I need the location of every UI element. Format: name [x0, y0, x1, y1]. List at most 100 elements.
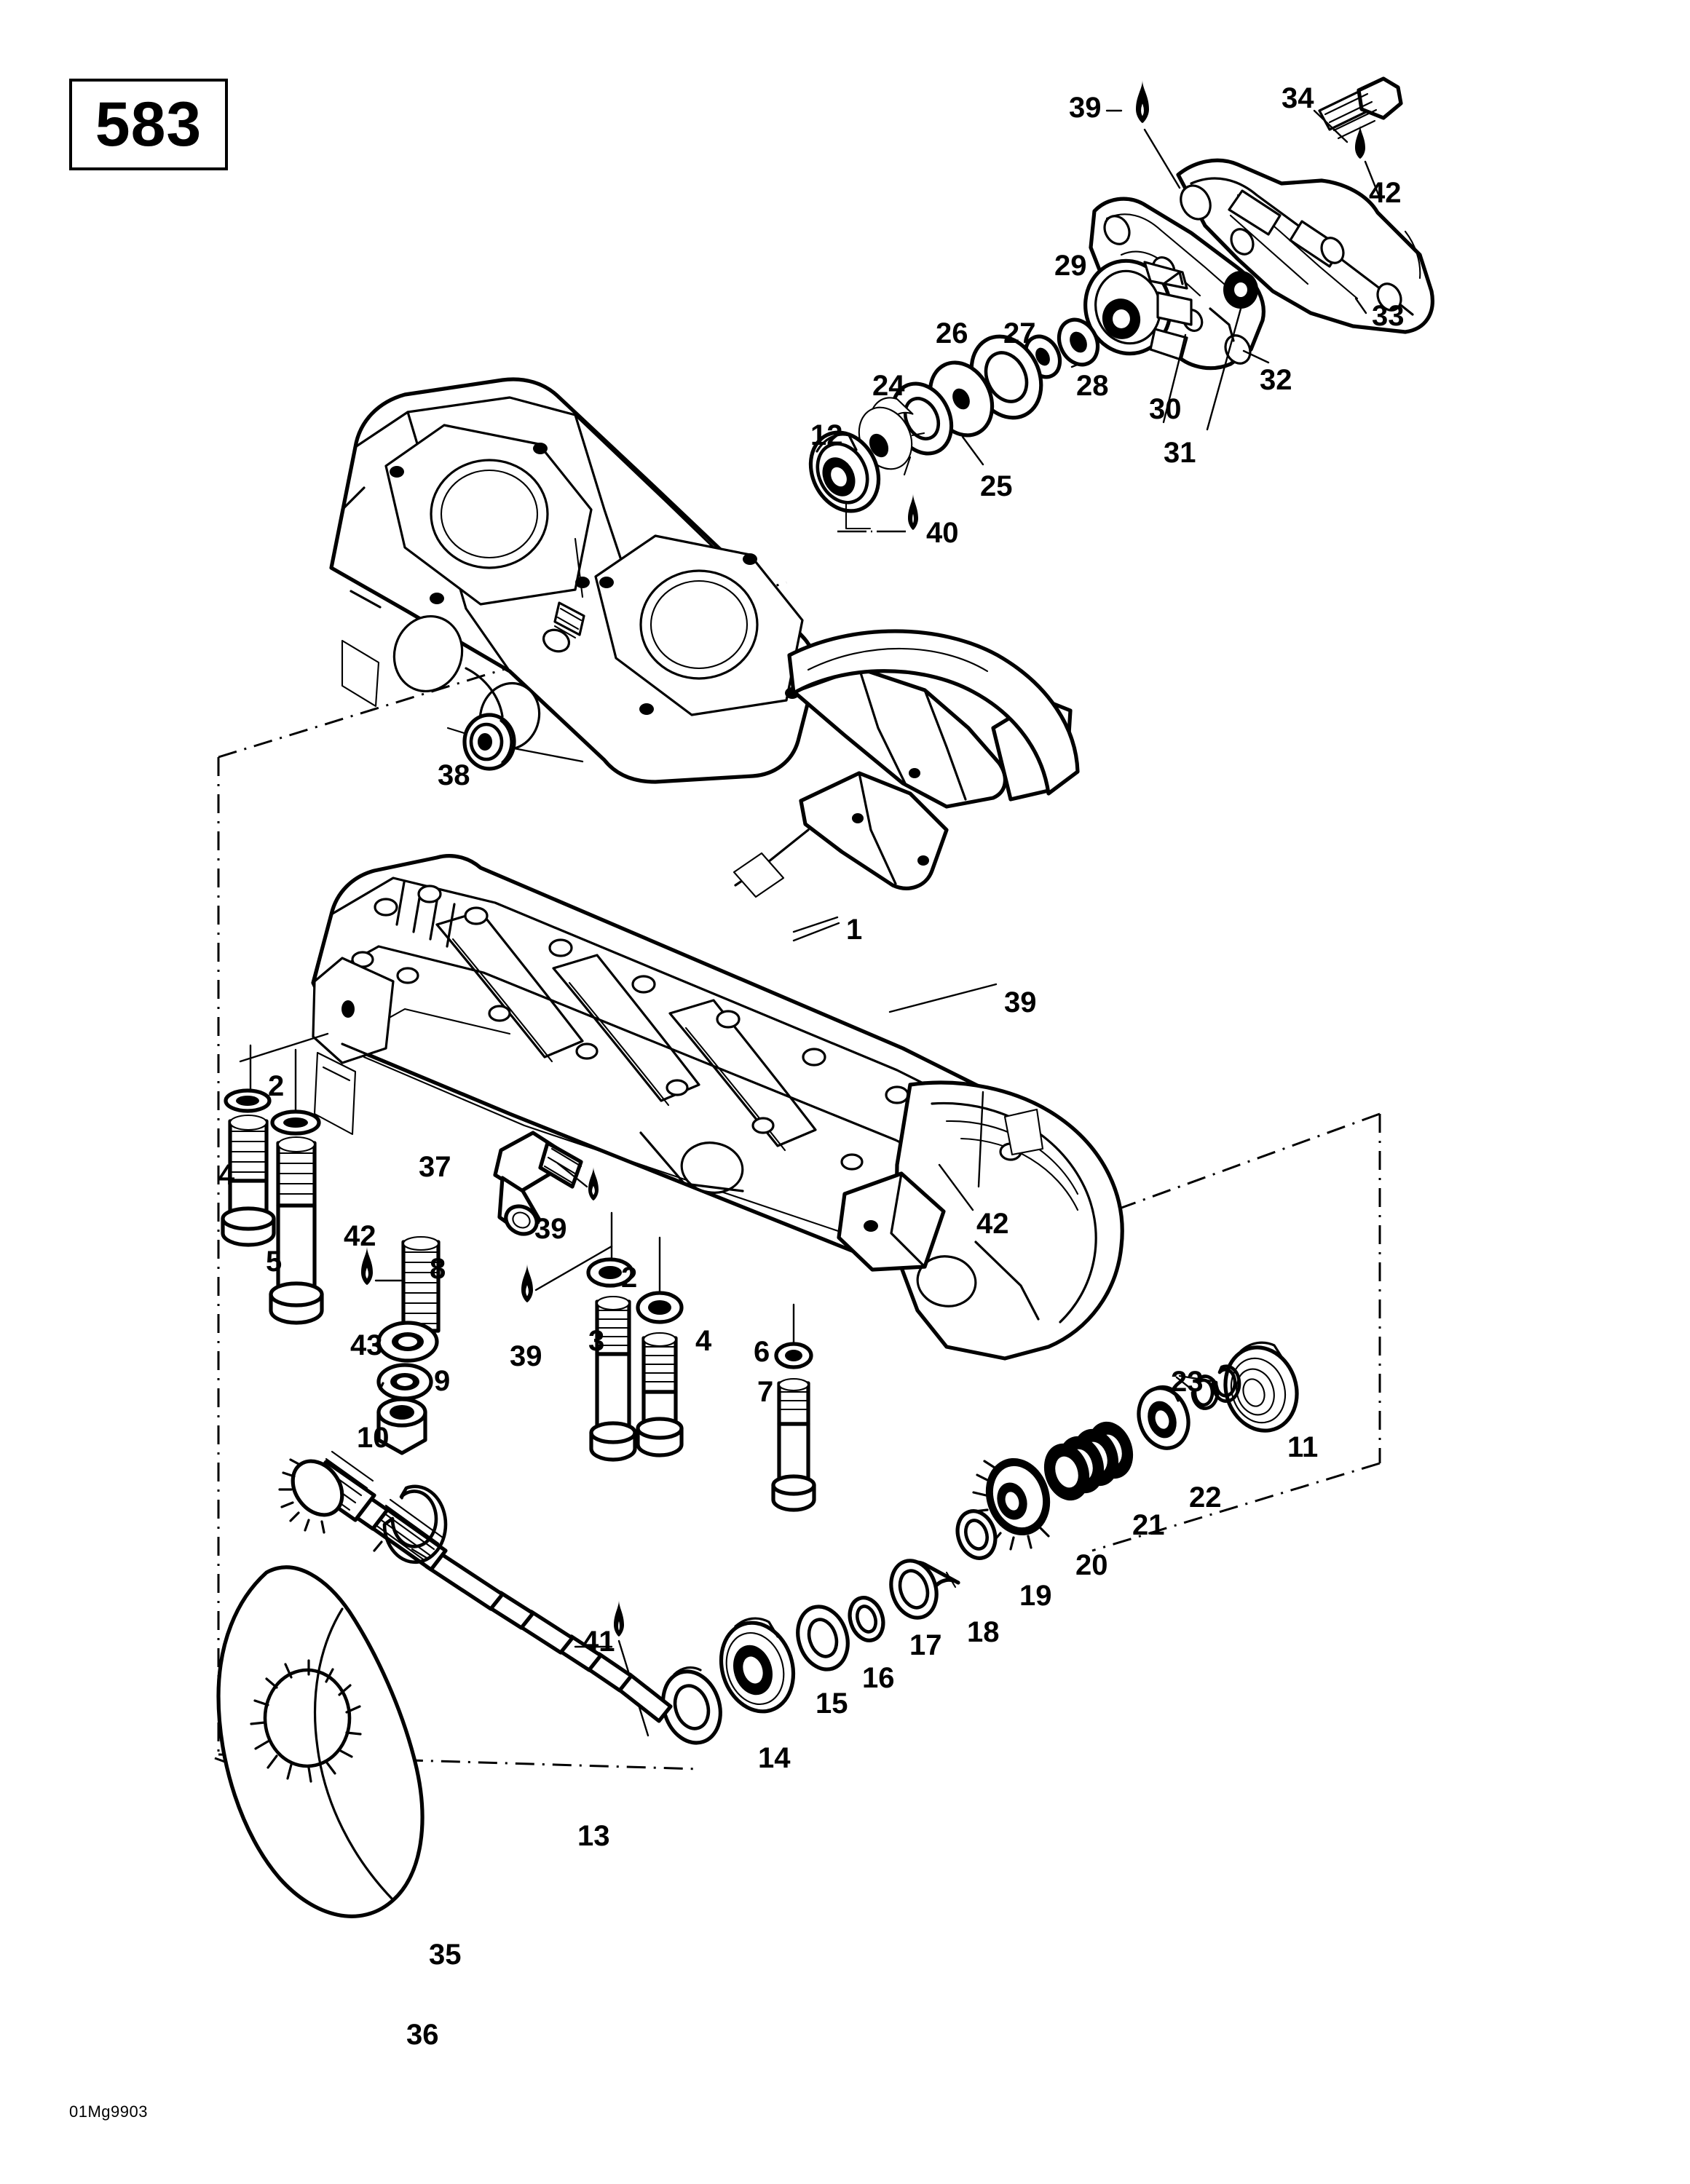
washer-43: [376, 1321, 439, 1363]
bolt-3: [589, 1295, 637, 1462]
oil-drop-39-fitting: [588, 1167, 599, 1200]
callout-37: 37: [419, 1151, 451, 1183]
callout-15: 15: [816, 1688, 848, 1720]
spring-pack-21: [1043, 1421, 1134, 1501]
callout-42: 42: [976, 1208, 1009, 1240]
callout-5: 5: [266, 1246, 283, 1278]
oil-drop-42-left: [361, 1246, 406, 1285]
case-bolt-holes: [351, 885, 909, 1171]
callout-6: 6: [754, 1336, 770, 1368]
impeller-36: [216, 1565, 425, 1918]
pump-center-fastener: [1206, 271, 1258, 431]
callout-39: 39: [510, 1340, 542, 1372]
oil-drop-42-top: [1313, 109, 1381, 199]
lock-washer-9: [376, 1363, 433, 1401]
callout-20: 20: [1075, 1549, 1108, 1581]
callout-8: 8: [430, 1253, 446, 1285]
callout-1: 1: [846, 914, 863, 946]
callout-14: 14: [758, 1742, 791, 1774]
main-bearing-webs: [435, 910, 817, 1152]
driveshaft-assembly: [216, 1341, 1299, 1918]
washer-16: [796, 1605, 850, 1671]
washer-2c: [586, 1257, 634, 1288]
nut-10: [376, 1397, 427, 1455]
washer-19: [955, 1509, 998, 1560]
callout-19: 19: [1019, 1580, 1052, 1612]
callout-9: 9: [434, 1365, 451, 1397]
plug-38: [462, 713, 584, 771]
shaft-13: [278, 1450, 673, 1723]
callout-4: 4: [695, 1325, 712, 1357]
callout-18: 18: [967, 1616, 1000, 1648]
circlip-35: [373, 1484, 448, 1564]
lower-crankcase-half: [311, 854, 1124, 1361]
callout-22: 22: [1189, 1481, 1222, 1514]
upper-case-skirt: [787, 629, 1080, 796]
callout-16: 16: [862, 1662, 895, 1694]
callout-31: 31: [1164, 437, 1196, 469]
lower-case-rear-lug: [837, 1171, 946, 1272]
callout-12: 12: [810, 419, 843, 451]
callout-39: 39: [1004, 986, 1037, 1018]
washer-2d: [636, 1291, 684, 1324]
callout-34: 34: [1282, 82, 1314, 114]
callout-4: 4: [218, 1159, 235, 1191]
callout-41: 41: [583, 1626, 615, 1658]
callout-32: 32: [1260, 364, 1292, 396]
callout-21: 21: [1132, 1509, 1165, 1541]
impeller-29: [1083, 258, 1193, 361]
oil-drop-39-mid: [521, 1245, 613, 1302]
callout-42: 42: [1369, 177, 1402, 209]
callout-42: 42: [344, 1220, 376, 1252]
sleeve-18: [889, 1559, 960, 1620]
water-pump-assembly: [808, 76, 1434, 533]
callout-25: 25: [980, 470, 1013, 502]
callout-17: 17: [909, 1629, 942, 1661]
callout-24: 24: [872, 370, 905, 402]
gear-20: [972, 1457, 1051, 1551]
callout-28: 28: [1076, 370, 1109, 402]
callout-39: 39: [534, 1213, 567, 1245]
bearing-11: [1223, 1341, 1299, 1433]
crankcase-nipple: [542, 601, 585, 653]
callout-27: 27: [1003, 317, 1036, 349]
circlip-23-a: [1211, 1364, 1241, 1403]
washer-28: [1057, 317, 1100, 367]
callout-11: 11: [1287, 1431, 1319, 1463]
page-number-box: 583: [69, 79, 228, 170]
bolt-4a: [221, 1114, 276, 1247]
callout-23: 23: [1171, 1366, 1204, 1398]
lower-case-right-skirt: [893, 1080, 1124, 1361]
callout-38: 38: [438, 759, 470, 791]
bolt-34: [1318, 76, 1403, 140]
callout-40: 40: [926, 517, 959, 549]
callout-3: 3: [588, 1325, 605, 1357]
upper-crankcase-half: [329, 377, 1080, 898]
footer-drawing-code: 01Mg9903: [69, 2102, 148, 2121]
callout-13: 13: [577, 1820, 610, 1852]
page-number: 583: [95, 89, 202, 159]
fastener-group-left: [221, 1032, 816, 1512]
callout-39: 39: [1069, 92, 1102, 124]
callout-36: 36: [406, 2019, 439, 2051]
collar-22: [1137, 1385, 1190, 1450]
callout-26: 26: [936, 317, 968, 349]
callout-30: 30: [1149, 393, 1182, 425]
bolt-7: [771, 1377, 816, 1512]
callout-10: 10: [357, 1422, 390, 1454]
washer-2b: [270, 1109, 321, 1136]
circlip-23-b: [1190, 1374, 1220, 1410]
fitting-37: [493, 1131, 588, 1236]
bearing-15: [719, 1617, 796, 1714]
callout-35: 35: [429, 1939, 462, 1971]
oil-drop-39-top: [1105, 80, 1181, 189]
bolt-4b: [636, 1332, 684, 1457]
callout-33: 33: [1372, 300, 1405, 332]
cylinder-deck-1: [384, 424, 593, 606]
impeller-36-hub: [250, 1659, 362, 1783]
callout-29: 29: [1054, 250, 1087, 282]
bearing-12: [808, 430, 881, 530]
washer-6: [774, 1342, 813, 1369]
pump-cover-housing: [1176, 158, 1434, 334]
